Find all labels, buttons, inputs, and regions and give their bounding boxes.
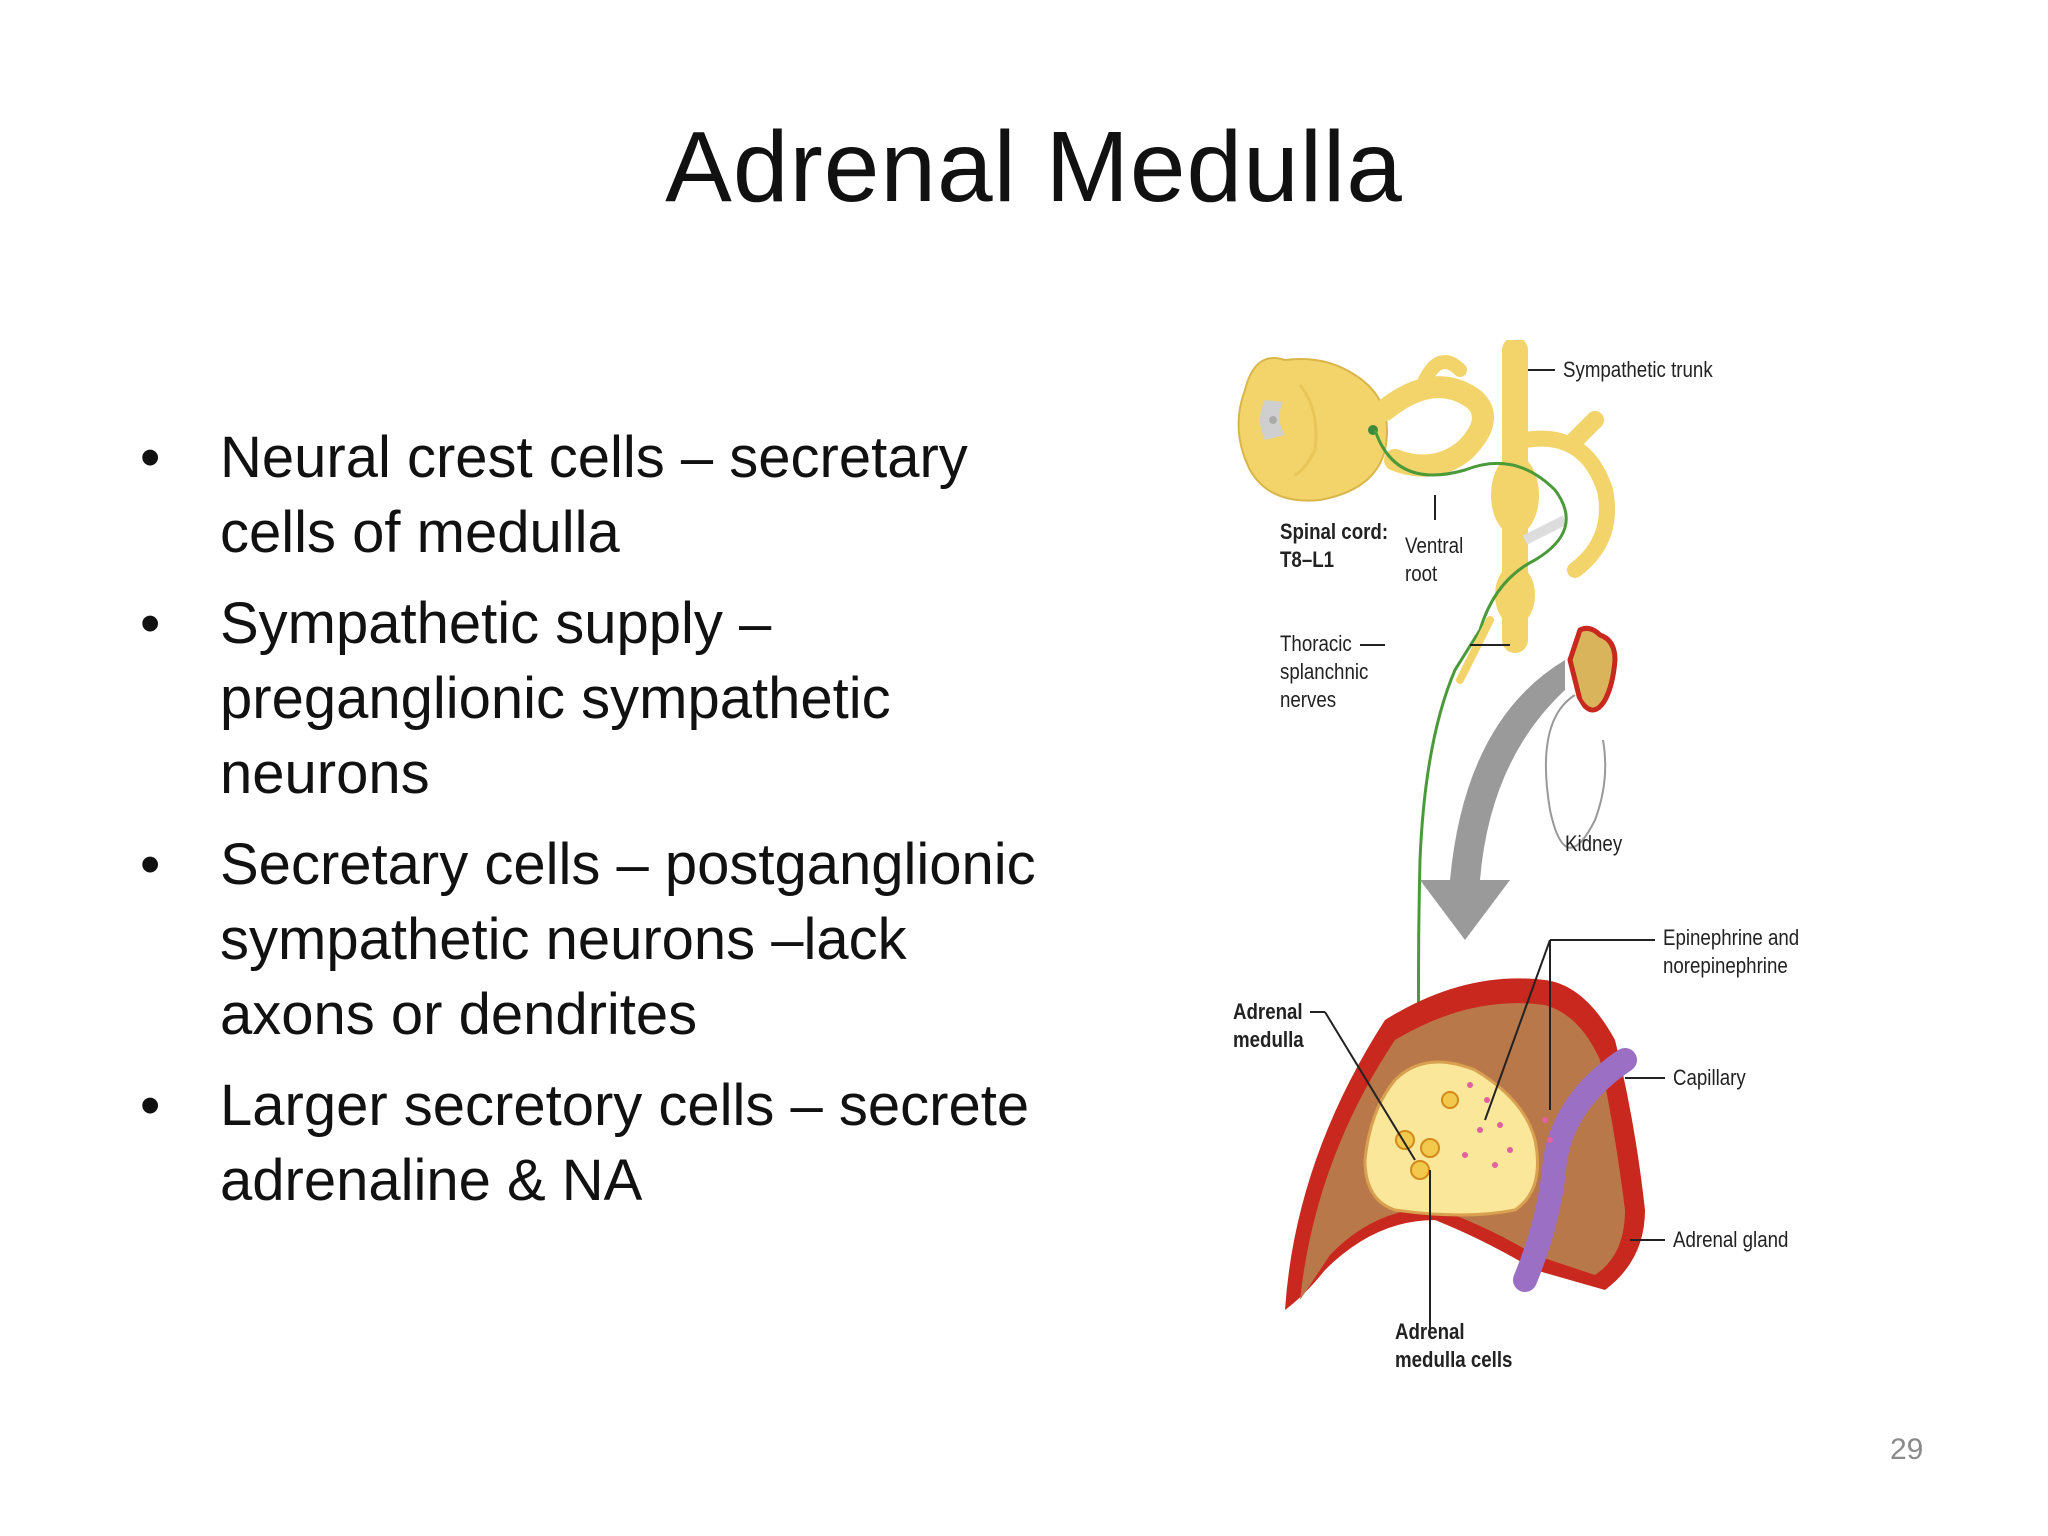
- kidney-shape: [1544, 625, 1618, 849]
- label-ventral-root: Ventral: [1405, 533, 1464, 558]
- bullet-item: • Neural crest cells – secretary cells o…: [140, 420, 1040, 570]
- label-adrenal-medulla: Adrenal: [1233, 999, 1303, 1024]
- label-adrenal-gland: Adrenal gland: [1673, 1227, 1789, 1252]
- adrenal-gland-section: [1285, 978, 1645, 1310]
- label-spinal-cord: Spinal cord:: [1280, 519, 1389, 544]
- label-sympathetic-trunk: Sympathetic trunk: [1563, 357, 1713, 382]
- bullet-text: Neural crest cells – secretary cells of …: [220, 425, 968, 565]
- label-medulla-cells-2: medulla cells: [1395, 1347, 1513, 1372]
- label-splanchnic: splanchnic: [1280, 659, 1369, 684]
- label-ventral-root-2: root: [1405, 561, 1438, 586]
- label-nerves: nerves: [1280, 687, 1337, 712]
- bullet-list: • Neural crest cells – secretary cells o…: [140, 420, 1040, 1234]
- bullet-text: Secretary cells – postganglionic sympath…: [220, 832, 1036, 1047]
- bullet-dot: •: [140, 425, 161, 490]
- bullet-item: • Secretary cells – postganglionic sympa…: [140, 827, 1040, 1052]
- label-kidney: Kidney: [1565, 831, 1623, 856]
- curved-arrow-icon: [1420, 660, 1565, 940]
- label-spinal-segments: T8–L1: [1280, 547, 1335, 572]
- label-epinephrine: Epinephrine and: [1663, 925, 1800, 950]
- bullet-dot: •: [140, 1073, 161, 1138]
- label-medulla-cells: Adrenal: [1395, 1319, 1465, 1344]
- label-thoracic: Thoracic: [1280, 631, 1352, 656]
- slide-title: Adrenal Medulla: [665, 111, 1403, 223]
- adrenal-diagram-svg: [1237, 337, 1665, 1330]
- page-number: 29: [1890, 1433, 1924, 1466]
- label-capillary: Capillary: [1673, 1065, 1746, 1090]
- bullet-item: • Sympathetic supply – preganglionic sym…: [140, 586, 1040, 811]
- bullet-dot: •: [140, 832, 161, 897]
- adrenal-illustration: Sympathetic trunk Spinal cord: T8–L1 Ven…: [1225, 337, 1799, 1390]
- bullet-text: Larger secretory cells – secrete adrenal…: [220, 1073, 1030, 1213]
- label-norepinephrine: norepinephrine: [1663, 953, 1788, 978]
- bullet-item: • Larger secretory cells – secrete adren…: [140, 1068, 1040, 1218]
- spinal-cord-section: [1237, 357, 1388, 502]
- label-adrenal-medulla-2: medulla: [1233, 1027, 1304, 1052]
- bullet-text: Sympathetic supply – preganglionic sympa…: [220, 591, 891, 806]
- leader-lines: [1310, 369, 1665, 1330]
- bullet-dot: •: [140, 591, 161, 656]
